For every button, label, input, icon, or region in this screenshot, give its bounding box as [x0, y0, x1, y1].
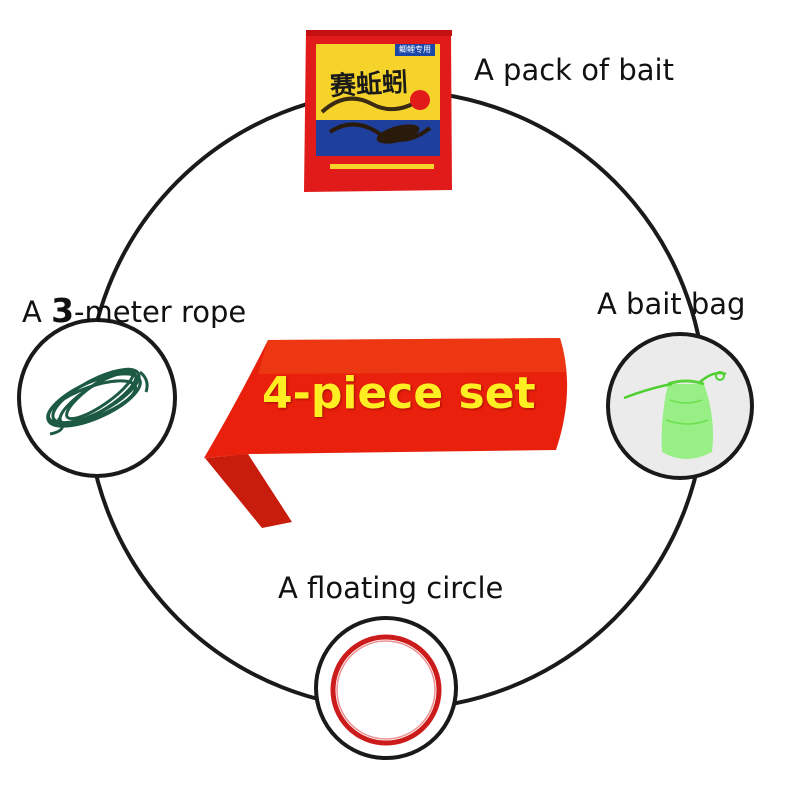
- banner-ribbon-fold: [205, 454, 292, 528]
- label-bait: A pack of bait: [474, 53, 674, 87]
- floating-ring-icon: [330, 634, 442, 746]
- label-rope-prefix: A: [22, 295, 52, 329]
- packet-title-text: 赛蚯蚓: [329, 67, 409, 103]
- label-bag: A bait bag: [597, 287, 746, 321]
- label-rope-suffix: -meter rope: [74, 295, 247, 329]
- rope-coil-icon: [46, 367, 149, 436]
- label-float: A floating circle: [278, 571, 504, 605]
- label-rope: A 3-meter rope: [22, 294, 246, 327]
- banner-highlight: [258, 338, 566, 374]
- label-rope-number: 3: [51, 291, 75, 330]
- banner-title: 4-piece set: [262, 368, 536, 419]
- rope-badge: [17, 318, 177, 478]
- bag-badge: [606, 332, 754, 480]
- bait-packet-icon: [304, 30, 452, 192]
- float-badge: [314, 616, 458, 760]
- packet-band-text: 鲫鲤专用: [395, 44, 435, 56]
- banner: [204, 338, 568, 528]
- bait-bag-icon: [623, 371, 727, 459]
